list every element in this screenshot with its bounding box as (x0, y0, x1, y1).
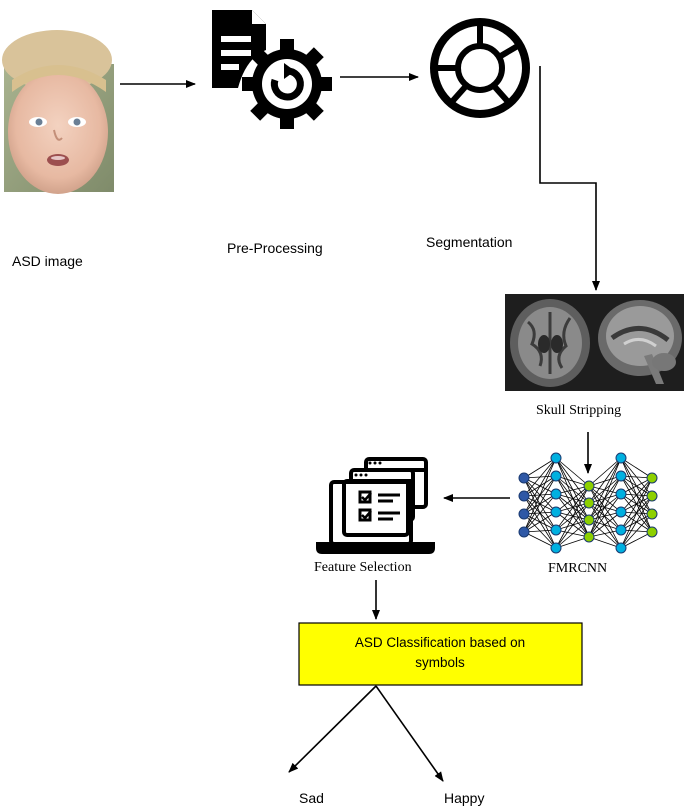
preprocessing-label: Pre-Processing (227, 240, 323, 256)
network-node (518, 526, 530, 538)
network-edge (555, 511, 590, 538)
network-edge (588, 457, 622, 487)
skull-stripping-label: Skull Stripping (536, 403, 621, 418)
network-node (550, 506, 562, 518)
fmrcnn-label: FMRCNN (548, 561, 607, 576)
network-edge (523, 457, 557, 533)
happy-label: Happy (444, 790, 484, 806)
network-node (615, 524, 627, 536)
network-edge (588, 536, 622, 549)
segmentation-label: Segmentation (426, 234, 512, 250)
classification-label-line2: symbols (415, 655, 465, 670)
network-node (583, 480, 595, 492)
network-edge (620, 477, 653, 549)
network-node (646, 490, 658, 502)
network-edge (523, 493, 557, 533)
network-edge (620, 457, 653, 479)
network-node (615, 488, 627, 500)
sad-label: Sad (299, 790, 324, 806)
network-edge (588, 485, 622, 513)
network-node (615, 506, 627, 518)
network-edge (555, 485, 590, 513)
network-edge (588, 457, 622, 521)
network-node (518, 490, 530, 502)
network-node (583, 531, 595, 543)
network-edge (620, 495, 653, 549)
document-gear-icon (212, 10, 332, 129)
network-edge (555, 493, 590, 538)
arrow-classification-to-sad (288, 685, 377, 773)
network-edge (555, 485, 590, 495)
network-node (550, 452, 562, 464)
network-edge (588, 475, 622, 538)
network-edge (555, 475, 590, 504)
network-edge (523, 531, 557, 549)
network-edge (620, 513, 653, 549)
network-node (615, 452, 627, 464)
arrow-classification-to-happy (375, 685, 444, 782)
network-node (550, 542, 562, 554)
network-node (646, 526, 658, 538)
network-edge (555, 485, 590, 531)
network-node (615, 470, 627, 482)
child-face-photo (2, 30, 114, 194)
network-edge (588, 457, 622, 504)
network-edge (555, 519, 590, 549)
network-edge (523, 475, 557, 533)
brain-mri-photo (505, 294, 684, 391)
network-edge (555, 536, 590, 549)
arrow-segmentation-to-skull-stripping (539, 66, 600, 291)
network-edge (588, 457, 622, 538)
network-node (615, 542, 627, 554)
asd-image-label: ASD image (12, 253, 83, 269)
network-edge (588, 493, 622, 538)
network-node (583, 497, 595, 509)
network-edge (523, 457, 557, 497)
feature-selection-label: Feature Selection (314, 560, 412, 575)
network-node (646, 472, 658, 484)
network-edge (555, 457, 590, 487)
network-node (646, 508, 658, 520)
network-edge (523, 511, 557, 533)
segmented-ring-icon (430, 18, 530, 118)
network-node (583, 514, 595, 526)
classification-box (298, 622, 583, 686)
network-edge (620, 531, 653, 549)
network-node (518, 508, 530, 520)
neural-network-icon (518, 452, 658, 554)
laptop-checklist-icon (316, 457, 435, 554)
network-edge (555, 502, 590, 549)
network-edge (620, 477, 653, 495)
network-edge (620, 477, 653, 513)
network-edge (523, 457, 557, 515)
network-node (518, 472, 530, 484)
network-edge (523, 457, 557, 479)
classification-label-line1: ASD Classification based on (355, 635, 525, 650)
network-edge (555, 485, 590, 549)
network-node (550, 470, 562, 482)
network-edge (555, 493, 590, 521)
network-node (550, 524, 562, 536)
network-node (550, 488, 562, 500)
network-edge (588, 511, 622, 538)
network-edge (555, 475, 590, 487)
network-edge (588, 502, 622, 531)
network-edge (555, 475, 590, 521)
network-edge (588, 485, 622, 531)
network-edge (620, 477, 653, 531)
